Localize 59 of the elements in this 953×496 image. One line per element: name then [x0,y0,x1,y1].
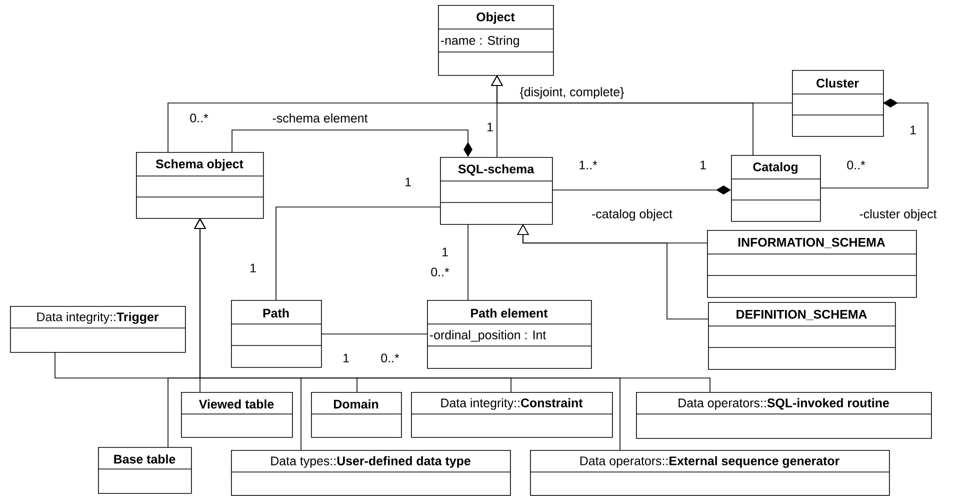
multiplicity: 1 [910,126,916,134]
class-name: Schema object [156,159,244,171]
class-box [730,155,821,222]
multiplicity: 0..* [381,354,400,362]
class-name: Path element [471,308,548,318]
class-name: Data types::User-defined data type [271,456,470,468]
role-name: -catalog object [590,208,674,222]
class-name: Domain [334,399,378,409]
class-box [530,450,890,496]
class-box [440,157,553,225]
multiplicity: 1 [488,122,493,132]
class-name: Viewed table [198,399,274,409]
composition-line [232,130,472,157]
class-name: Cluster [816,78,859,88]
multiplicity: 0..* [847,160,866,170]
class-box [310,392,402,438]
attribute: -name : String [440,36,519,48]
attribute: -ordinal_position : Int [430,330,546,342]
class-box [706,230,917,298]
class-box [636,392,932,439]
composition-line [552,186,731,194]
class-name: SQL-schema [458,164,534,176]
class-name: Catalog [753,162,798,174]
class-box [10,306,186,353]
class-box [708,302,896,370]
class-name: Path [263,308,289,318]
multiplicity: 1 [406,178,411,186]
class-box [230,300,322,368]
composition-line [820,98,928,188]
multiplicity: 0..* [431,268,450,276]
class-name: Data operators::SQL-invoked routine [678,398,889,410]
multiplicity: 1 [344,354,349,362]
generalization-arrow [194,218,710,392]
multiplicity: 1 [250,264,256,272]
class-name: INFORMATION_SCHEMA [738,238,886,248]
class-box [136,152,264,219]
role-name: -cluster object [858,208,938,222]
multiplicity: 0..* [190,114,208,122]
class-box [792,70,884,137]
class-box [98,447,192,494]
class-box [180,392,293,438]
class-box [426,300,592,369]
generalization-arrow [516,224,708,320]
multiplicity: 1 [442,248,448,256]
class-name: Data integrity::Constraint [441,398,583,410]
class-name: Object [476,12,515,24]
multiplicity: 1 [700,160,706,170]
class-box [438,5,554,76]
class-name: Base table [114,454,176,464]
role-name: -schema element [271,112,369,124]
multiplicity: 1..* [580,160,598,170]
class-box [410,392,613,438]
class-box [230,450,511,496]
class-name: Data operators::External sequence generator [580,456,840,468]
association-line [276,206,440,300]
class-name: Data integrity::Trigger [37,312,159,324]
class-name: DEFINITION_SCHEMA [736,310,867,320]
generalization-arrow [490,75,792,104]
constraint-note: {disjoint, complete} [520,87,624,99]
